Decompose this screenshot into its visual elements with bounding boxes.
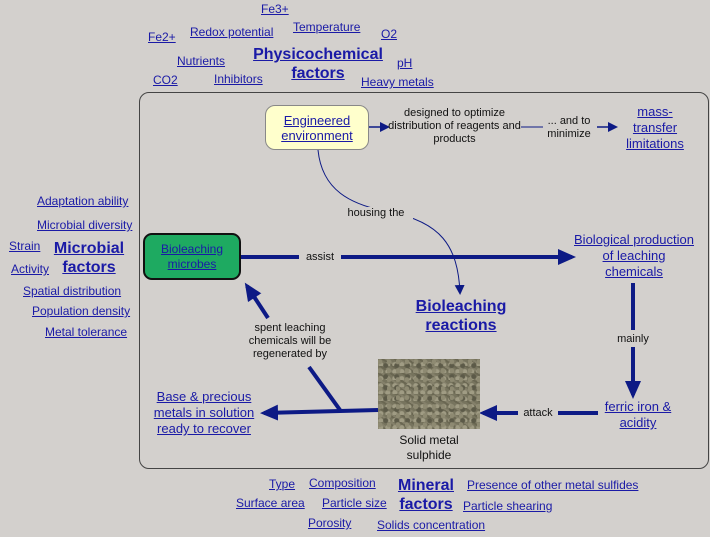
ferric-iron-link[interactable]: ferric iron & acidity bbox=[604, 399, 672, 430]
factor-ph[interactable]: pH bbox=[397, 56, 413, 70]
factor-co2[interactable]: CO2 bbox=[153, 73, 178, 87]
arrow-housing bbox=[317, 149, 465, 295]
engineered-environment-node[interactable]: Engineered environment bbox=[265, 105, 369, 150]
housing-label: housing the bbox=[339, 207, 413, 220]
factor-population[interactable]: Population density bbox=[32, 304, 131, 318]
factor-fe2[interactable]: Fe2+ bbox=[148, 30, 176, 44]
arrow-regen-upper bbox=[244, 282, 270, 320]
factor-adaptation[interactable]: Adaptation ability bbox=[37, 194, 129, 208]
factor-surface-area[interactable]: Surface area bbox=[236, 496, 305, 510]
factor-activity[interactable]: Activity bbox=[11, 262, 50, 276]
arrow-regen-lower bbox=[307, 365, 342, 412]
engineered-environment-label: Engineered environment bbox=[281, 112, 353, 143]
factor-other-sulfides[interactable]: Presence of other metal sulfides bbox=[467, 478, 639, 492]
factor-temperature[interactable]: Temperature bbox=[293, 20, 361, 34]
spent-label: spent leaching chemicals will be regener… bbox=[240, 322, 340, 361]
microbial-title[interactable]: Microbial factors bbox=[53, 240, 125, 276]
factor-spatial[interactable]: Spatial distribution bbox=[23, 284, 122, 298]
factor-fe3[interactable]: Fe3+ bbox=[261, 2, 289, 16]
factor-composition[interactable]: Composition bbox=[309, 476, 376, 490]
factor-strain[interactable]: Strain bbox=[9, 239, 41, 253]
factor-inhibitors[interactable]: Inhibitors bbox=[214, 72, 263, 86]
factor-o2[interactable]: O2 bbox=[381, 27, 398, 41]
factor-tolerance[interactable]: Metal tolerance bbox=[45, 325, 128, 339]
process-frame bbox=[139, 92, 709, 469]
mass-transfer-link[interactable]: mass-transfer limitations bbox=[626, 104, 684, 151]
solid-metal-sulphide-image bbox=[378, 359, 480, 429]
factor-porosity[interactable]: Porosity bbox=[308, 516, 352, 530]
assist-label: assist bbox=[299, 251, 341, 264]
physicochemical-title[interactable]: Physicochemical factors bbox=[253, 46, 383, 82]
factor-heavy-metals[interactable]: Heavy metals bbox=[361, 75, 434, 89]
arrow-ore-base bbox=[260, 404, 379, 421]
factor-particle-shearing[interactable]: Particle shearing bbox=[463, 499, 553, 513]
factor-particle-size[interactable]: Particle size bbox=[322, 496, 387, 510]
factor-diversity[interactable]: Microbial diversity bbox=[37, 218, 133, 232]
mineral-title[interactable]: Mineral factors bbox=[397, 477, 454, 513]
factor-type[interactable]: Type bbox=[269, 477, 296, 491]
bioleaching-microbes-node[interactable]: Bioleaching microbes bbox=[143, 233, 241, 280]
designed-label: designed to optimize distribution of rea… bbox=[388, 107, 521, 145]
attack-label: attack bbox=[518, 407, 558, 420]
factor-redox[interactable]: Redox potential bbox=[190, 25, 274, 39]
bioleaching-reactions-link[interactable]: Bioleaching reactions bbox=[415, 298, 507, 334]
factor-solids-concentration[interactable]: Solids concentration bbox=[377, 518, 486, 532]
minimize-label: ... and to minimize bbox=[547, 115, 591, 140]
base-metals-link[interactable]: Base & precious metals in solution ready… bbox=[153, 389, 255, 436]
biological-production-link[interactable]: Biological production of leaching chemic… bbox=[574, 232, 694, 279]
solid-sulphide-label: Solid metal sulphide bbox=[399, 433, 459, 462]
bioleaching-microbes-label: Bioleaching microbes bbox=[160, 241, 224, 271]
factor-nutrients[interactable]: Nutrients bbox=[177, 54, 226, 68]
mainly-label: mainly bbox=[611, 333, 655, 346]
